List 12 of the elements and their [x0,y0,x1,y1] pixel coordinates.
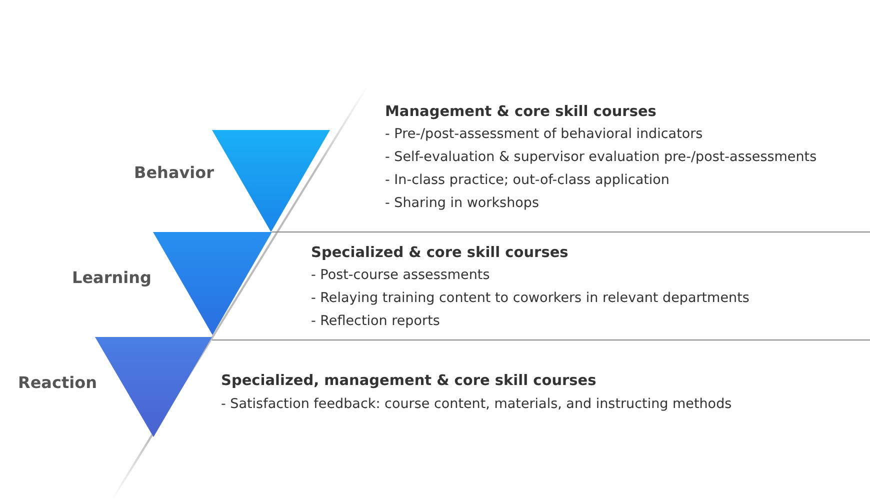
level-label: Reaction [18,373,97,392]
bullet-item: - Relaying training content to coworkers in relevant departments [311,290,750,306]
level-label: Learning [72,268,152,287]
bullet-item: - Sharing in workshops [385,195,539,211]
bullet-item: - In-class practice; out-of-class application [385,172,670,188]
course-heading: Specialized & core skill courses [311,245,568,261]
bullet-item: - Post-course assessments [311,267,490,283]
bullet-item: - Self-evaluation & supervisor evaluation pre-/post-assessments [385,149,817,165]
bullet-item: - Reflection reports [311,313,440,329]
bullet-item: - Pre-/post-assessment of behavioral indicators [385,126,703,142]
bullet-item: - Satisfaction feedback: course content, materials, and instructing methods [221,396,732,412]
level-label: Behavior [134,163,214,182]
